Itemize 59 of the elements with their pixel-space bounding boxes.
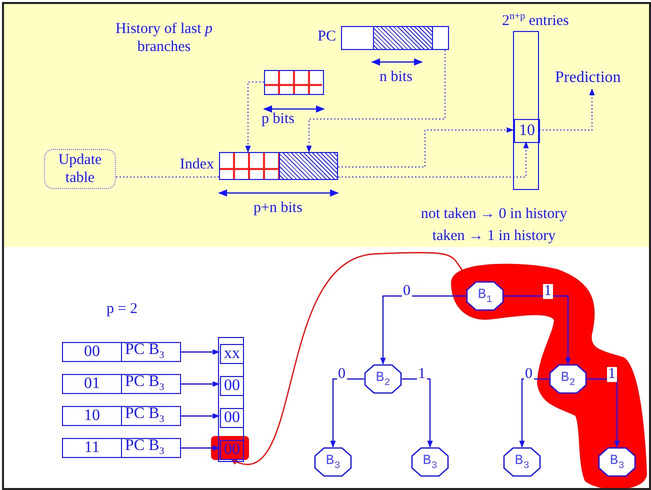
arrow — [245, 81, 264, 153]
address-cell: PC B$_{3}$ — [121, 438, 181, 458]
arrow — [519, 378, 549, 448]
arrow — [181, 445, 220, 451]
arrow — [181, 381, 220, 387]
branch-octagon — [364, 364, 402, 394]
annotation-text: not taken → 0 in history — [420, 205, 568, 223]
table-entry: 00 — [220, 408, 244, 428]
annotation-text: History of last p branches — [114, 20, 214, 56]
branch-label: B$_{3}$ — [422, 452, 438, 472]
table-entry: 10 — [514, 119, 540, 143]
annotation-text: p+n bits — [252, 199, 304, 217]
arrow — [306, 50, 446, 153]
branch-octagon — [314, 447, 352, 477]
branch-octagon — [411, 447, 449, 477]
history-register — [264, 70, 324, 95]
arrow — [338, 141, 529, 178]
edge-label: 1 — [417, 367, 426, 382]
table-heading: 2$^{n+p}$ entries — [502, 11, 569, 30]
arrow — [402, 378, 433, 448]
arrow — [380, 295, 466, 365]
arrow — [330, 378, 364, 448]
arrow — [504, 295, 571, 365]
address-cell: PC B$_{3}$ — [121, 374, 181, 394]
annotation-text: n bits — [378, 68, 414, 86]
edge-label: 1 — [607, 367, 616, 382]
table-entry: xx — [220, 344, 244, 364]
history-cell: 11 — [62, 438, 122, 458]
table-entry: 00 — [220, 376, 244, 396]
output-label: Prediction — [555, 67, 635, 89]
process-box: Update table — [44, 149, 116, 189]
annotation-text: p = 2 — [106, 300, 138, 318]
edge-label: 0 — [524, 367, 534, 382]
annotation-text: p bits — [260, 110, 296, 128]
address-cell: PC B$_{3}$ — [121, 342, 181, 362]
branch-label: B$_{3}$ — [610, 452, 624, 472]
arrow — [539, 88, 595, 131]
history-cell: 10 — [62, 406, 122, 426]
address-cell: PC B$_{3}$ — [121, 406, 181, 426]
history-cell: 00 — [62, 342, 122, 362]
branch-label: B$_{2}$ — [560, 370, 576, 388]
edge-label: 0 — [402, 284, 412, 299]
edge-label: 0 — [337, 367, 346, 382]
table-entry: 00 — [220, 440, 244, 460]
register-label: Index — [180, 156, 214, 174]
arrow — [587, 378, 620, 448]
arrow — [181, 349, 220, 355]
arrow — [338, 127, 514, 168]
register-label: PC — [318, 28, 336, 46]
branch-label: B$_{3}$ — [514, 452, 530, 472]
branch-octagon — [503, 447, 541, 477]
history-cell: 01 — [62, 374, 122, 394]
branch-label: B$_{3}$ — [326, 452, 340, 472]
annotation-text: taken → 1 in history — [431, 227, 557, 245]
history-table — [218, 337, 244, 462]
edge-label: 1 — [543, 284, 552, 299]
branch-label: B$_{1}$ — [478, 286, 492, 306]
arrow — [181, 413, 220, 419]
branch-label: B$_{2}$ — [376, 370, 390, 388]
